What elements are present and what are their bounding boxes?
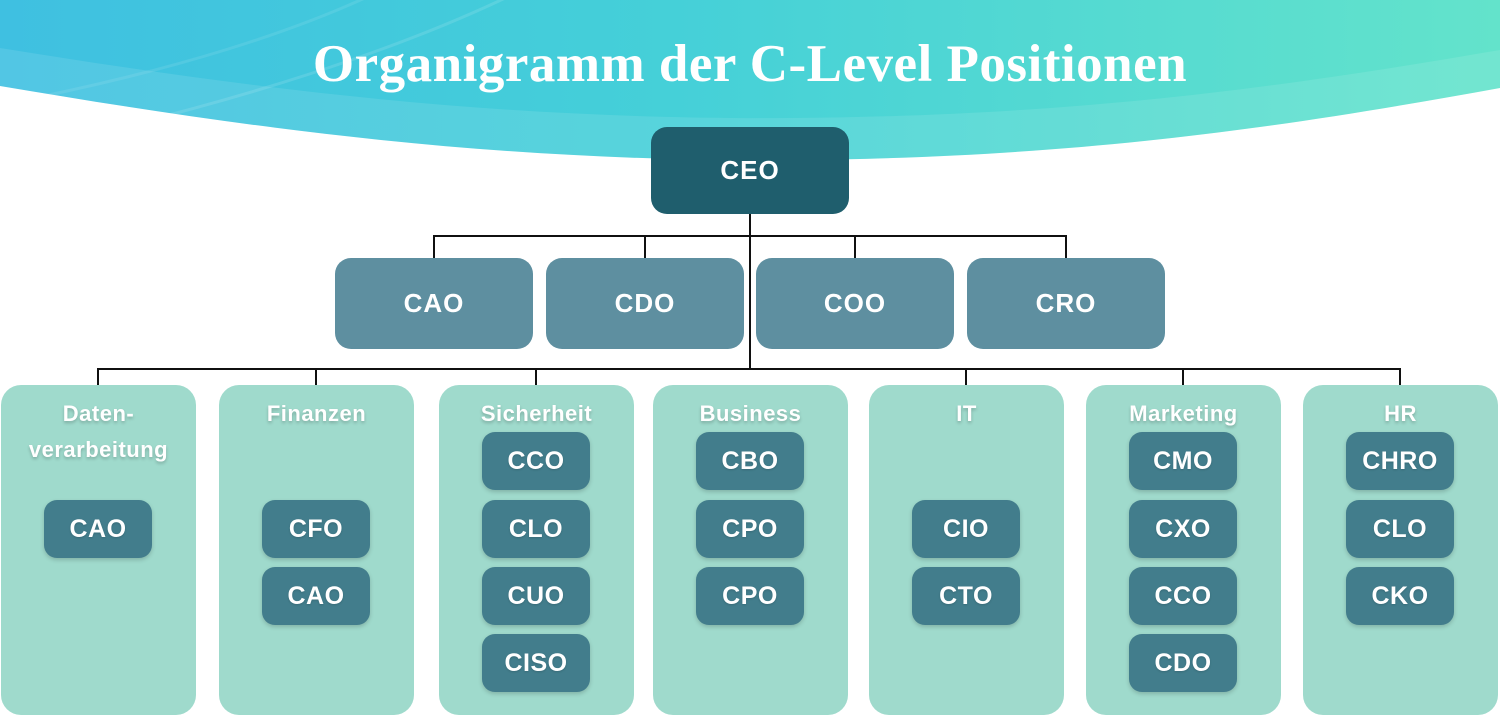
dept-column-hr: HR CHRO CLO CKO	[1303, 385, 1498, 715]
level2-box-coo: COO	[756, 258, 954, 349]
role-box-cao: CAO	[44, 500, 152, 558]
ceo-label: CEO	[720, 155, 780, 185]
role-box-cdo: CDO	[1129, 634, 1237, 692]
role-box-cpo: CPO	[696, 567, 804, 625]
ceo-box: CEO	[651, 127, 849, 214]
connector-lines	[97, 214, 1401, 387]
header-arc-decoration	[0, 0, 505, 156]
dept-title-marketing: Marketing	[1129, 401, 1238, 426]
role-box-cto: CTO	[912, 567, 1020, 625]
role-box-cfo: CFO	[262, 500, 370, 558]
role-box-cuo: CUO	[482, 567, 590, 625]
dept-title-sicherheit: Sicherheit	[480, 401, 593, 426]
header-wave-highlight	[0, 48, 1500, 161]
role-box-cco: CCO	[482, 432, 590, 490]
header-wave-graphic	[0, 0, 1500, 161]
header-arc-decoration	[0, 0, 365, 107]
role-box-clo: CLO	[482, 500, 590, 558]
level2-box-cdo: CDO	[546, 258, 744, 349]
role-box-cpo: CPO	[696, 500, 804, 558]
page-title: Organigramm der C-Level Positionen	[312, 35, 1188, 93]
dept-title-it: IT	[956, 401, 977, 426]
header-wave-main	[0, 0, 1500, 161]
level2-box-cro: CRO	[967, 258, 1165, 349]
role-box-cmo: CMO	[1129, 432, 1237, 490]
role-box-cbo: CBO	[696, 432, 804, 490]
dept-title-business: Business	[699, 401, 802, 426]
role-box-cko: CKO	[1346, 567, 1454, 625]
level2-box-cao: CAO	[335, 258, 533, 349]
dept-title-finanzen: Finanzen	[266, 401, 367, 426]
role-box-cxo: CXO	[1129, 500, 1237, 558]
role-box-cio: CIO	[912, 500, 1020, 558]
dept-column-it: IT CIO CTO	[869, 385, 1064, 715]
role-box-clo: CLO	[1346, 500, 1454, 558]
role-box-cao: CAO	[262, 567, 370, 625]
dept-title-hr: HR	[1384, 401, 1417, 426]
role-box-cco: CCO	[1129, 567, 1237, 625]
dept-title-datenverarbeitung: Daten-verarbeitung	[28, 401, 169, 462]
role-box-ciso: CISO	[482, 634, 590, 692]
role-box-chro: CHRO	[1346, 432, 1454, 490]
